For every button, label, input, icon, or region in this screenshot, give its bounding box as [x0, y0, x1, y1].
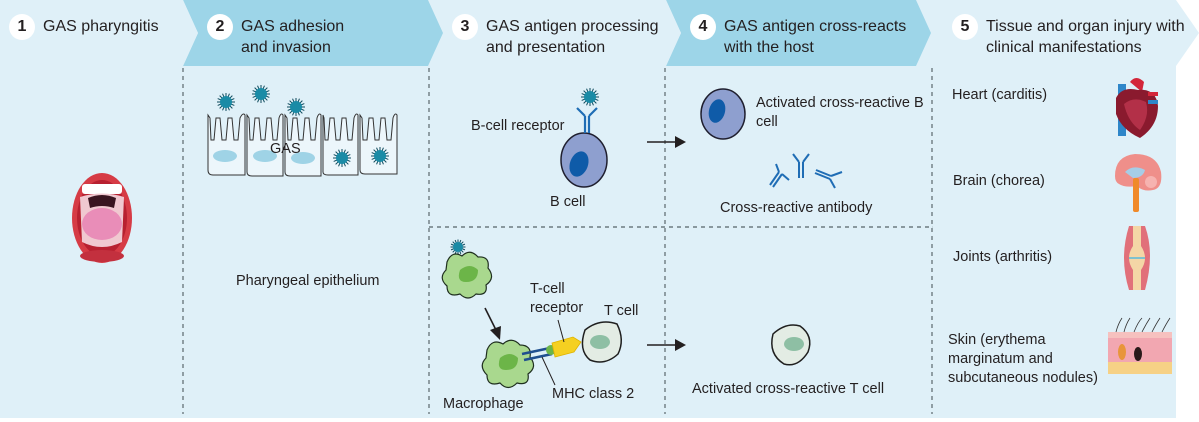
gas-bacterium-icon: [287, 98, 305, 116]
activated-b-cell-illustration: [700, 88, 746, 140]
step-2-header: 2 GAS adhesion and invasion: [207, 14, 361, 58]
dashed-dividers: [182, 68, 933, 414]
t-cell-illustration: [581, 321, 622, 363]
step-2-header-band: [183, 0, 443, 66]
step-5-header: 5 Tissue and organ injury with clinical …: [952, 14, 1199, 58]
presenting-macrophage-illustration: [481, 339, 535, 389]
step-1-number: 1: [9, 14, 35, 40]
mhc-class-2-icon: [521, 346, 553, 362]
arrow-macrophage-presentation: [484, 307, 501, 340]
epithelial-cell: [246, 113, 284, 177]
activated-b-cell-label: Activated cross-reactive B cell: [756, 95, 924, 130]
brain-icon: [1115, 154, 1162, 212]
macrophage-label: Macrophage: [443, 396, 524, 412]
b-cell-receptor-label: B-cell receptor: [471, 118, 565, 134]
antibody-icon: [769, 163, 790, 188]
arrow-t-cell-activation: [647, 339, 686, 351]
gas-bacterium-icon: [581, 88, 599, 106]
b-cell-receptor-icon: [576, 107, 598, 133]
gas-bacterium-icon: [450, 239, 466, 255]
cross-reactive-antibody-icons: [769, 153, 843, 189]
step-5-chevron-tip: [1176, 0, 1199, 66]
arrow-b-cell-activation: [647, 136, 686, 148]
step-4-header: 4 GAS antigen cross-reacts with the host: [690, 14, 924, 58]
step-1-header: 1 GAS pharyngitis: [9, 14, 183, 40]
step-4-header-band: [666, 0, 931, 66]
heart-icon: [1116, 78, 1158, 138]
gas-bacteria-group: [217, 85, 389, 167]
t-cell-receptor-label: T-cell receptor: [530, 281, 584, 316]
step-3-header: 3 GAS antigen processing and presentatio…: [452, 14, 666, 58]
open-mouth-icon: [72, 173, 132, 263]
b-cell-illustration: [560, 132, 608, 188]
activated-t-cell-illustration: [771, 324, 811, 366]
step-1-title: GAS pharyngitis: [43, 18, 159, 35]
cross-reactive-antibody-label: Cross-reactive antibody: [720, 200, 873, 216]
mhc-leader-line: [541, 356, 556, 386]
step-2-number: 2: [207, 14, 233, 40]
t-cell-label: T cell: [604, 303, 639, 319]
tcr-leader-line: [557, 319, 565, 343]
gas-antigen-icon: [450, 239, 466, 255]
pharyngeal-epithelium-label: Pharyngeal epithelium: [236, 273, 380, 289]
gas-label: GAS: [270, 141, 301, 157]
step-3-number: 3: [452, 14, 478, 40]
manifestation-brain-label: Brain (chorea): [953, 173, 1045, 189]
epithelial-cell: [284, 113, 322, 177]
step-4-number: 4: [690, 14, 716, 40]
antibody-icon: [792, 153, 810, 178]
step-5-title: Tissue and organ injury with clinical ma…: [986, 18, 1185, 56]
step-5-number: 5: [952, 14, 978, 40]
epithelial-cell: [207, 113, 246, 176]
t-cell-receptor-icon: [551, 336, 582, 358]
joint-icon: [1124, 226, 1150, 290]
manifestation-skin-label: Skin (erythema marginatum and subcutaneo…: [948, 332, 1098, 386]
step-4-title: GAS antigen cross-reacts with the host: [724, 18, 907, 56]
gas-bacterium-icon: [333, 149, 351, 167]
gas-bacterium-icon: [252, 85, 270, 103]
manifestation-heart-label: Heart (carditis): [952, 87, 1048, 103]
gas-bacterium-icon: [371, 147, 389, 165]
pharyngeal-epithelium-illustration: [207, 113, 398, 177]
skin-icon: [1108, 317, 1172, 374]
b-cell-label: B cell: [550, 194, 586, 210]
step-2-title: GAS adhesion and invasion: [241, 18, 345, 56]
gas-bacterium-icon: [217, 93, 235, 111]
gas-antigen-icon: [581, 88, 599, 106]
manifestation-joints-label: Joints (arthritis): [953, 249, 1053, 265]
epithelial-cell: [322, 113, 359, 176]
macrophage-illustration: [441, 251, 493, 299]
antibody-icon: [814, 169, 843, 189]
mhc-class-2-label: MHC class 2: [552, 386, 635, 402]
step-3-title: GAS antigen processing and presentation: [486, 18, 659, 56]
activated-t-cell-label: Activated cross-reactive T cell: [692, 381, 885, 397]
